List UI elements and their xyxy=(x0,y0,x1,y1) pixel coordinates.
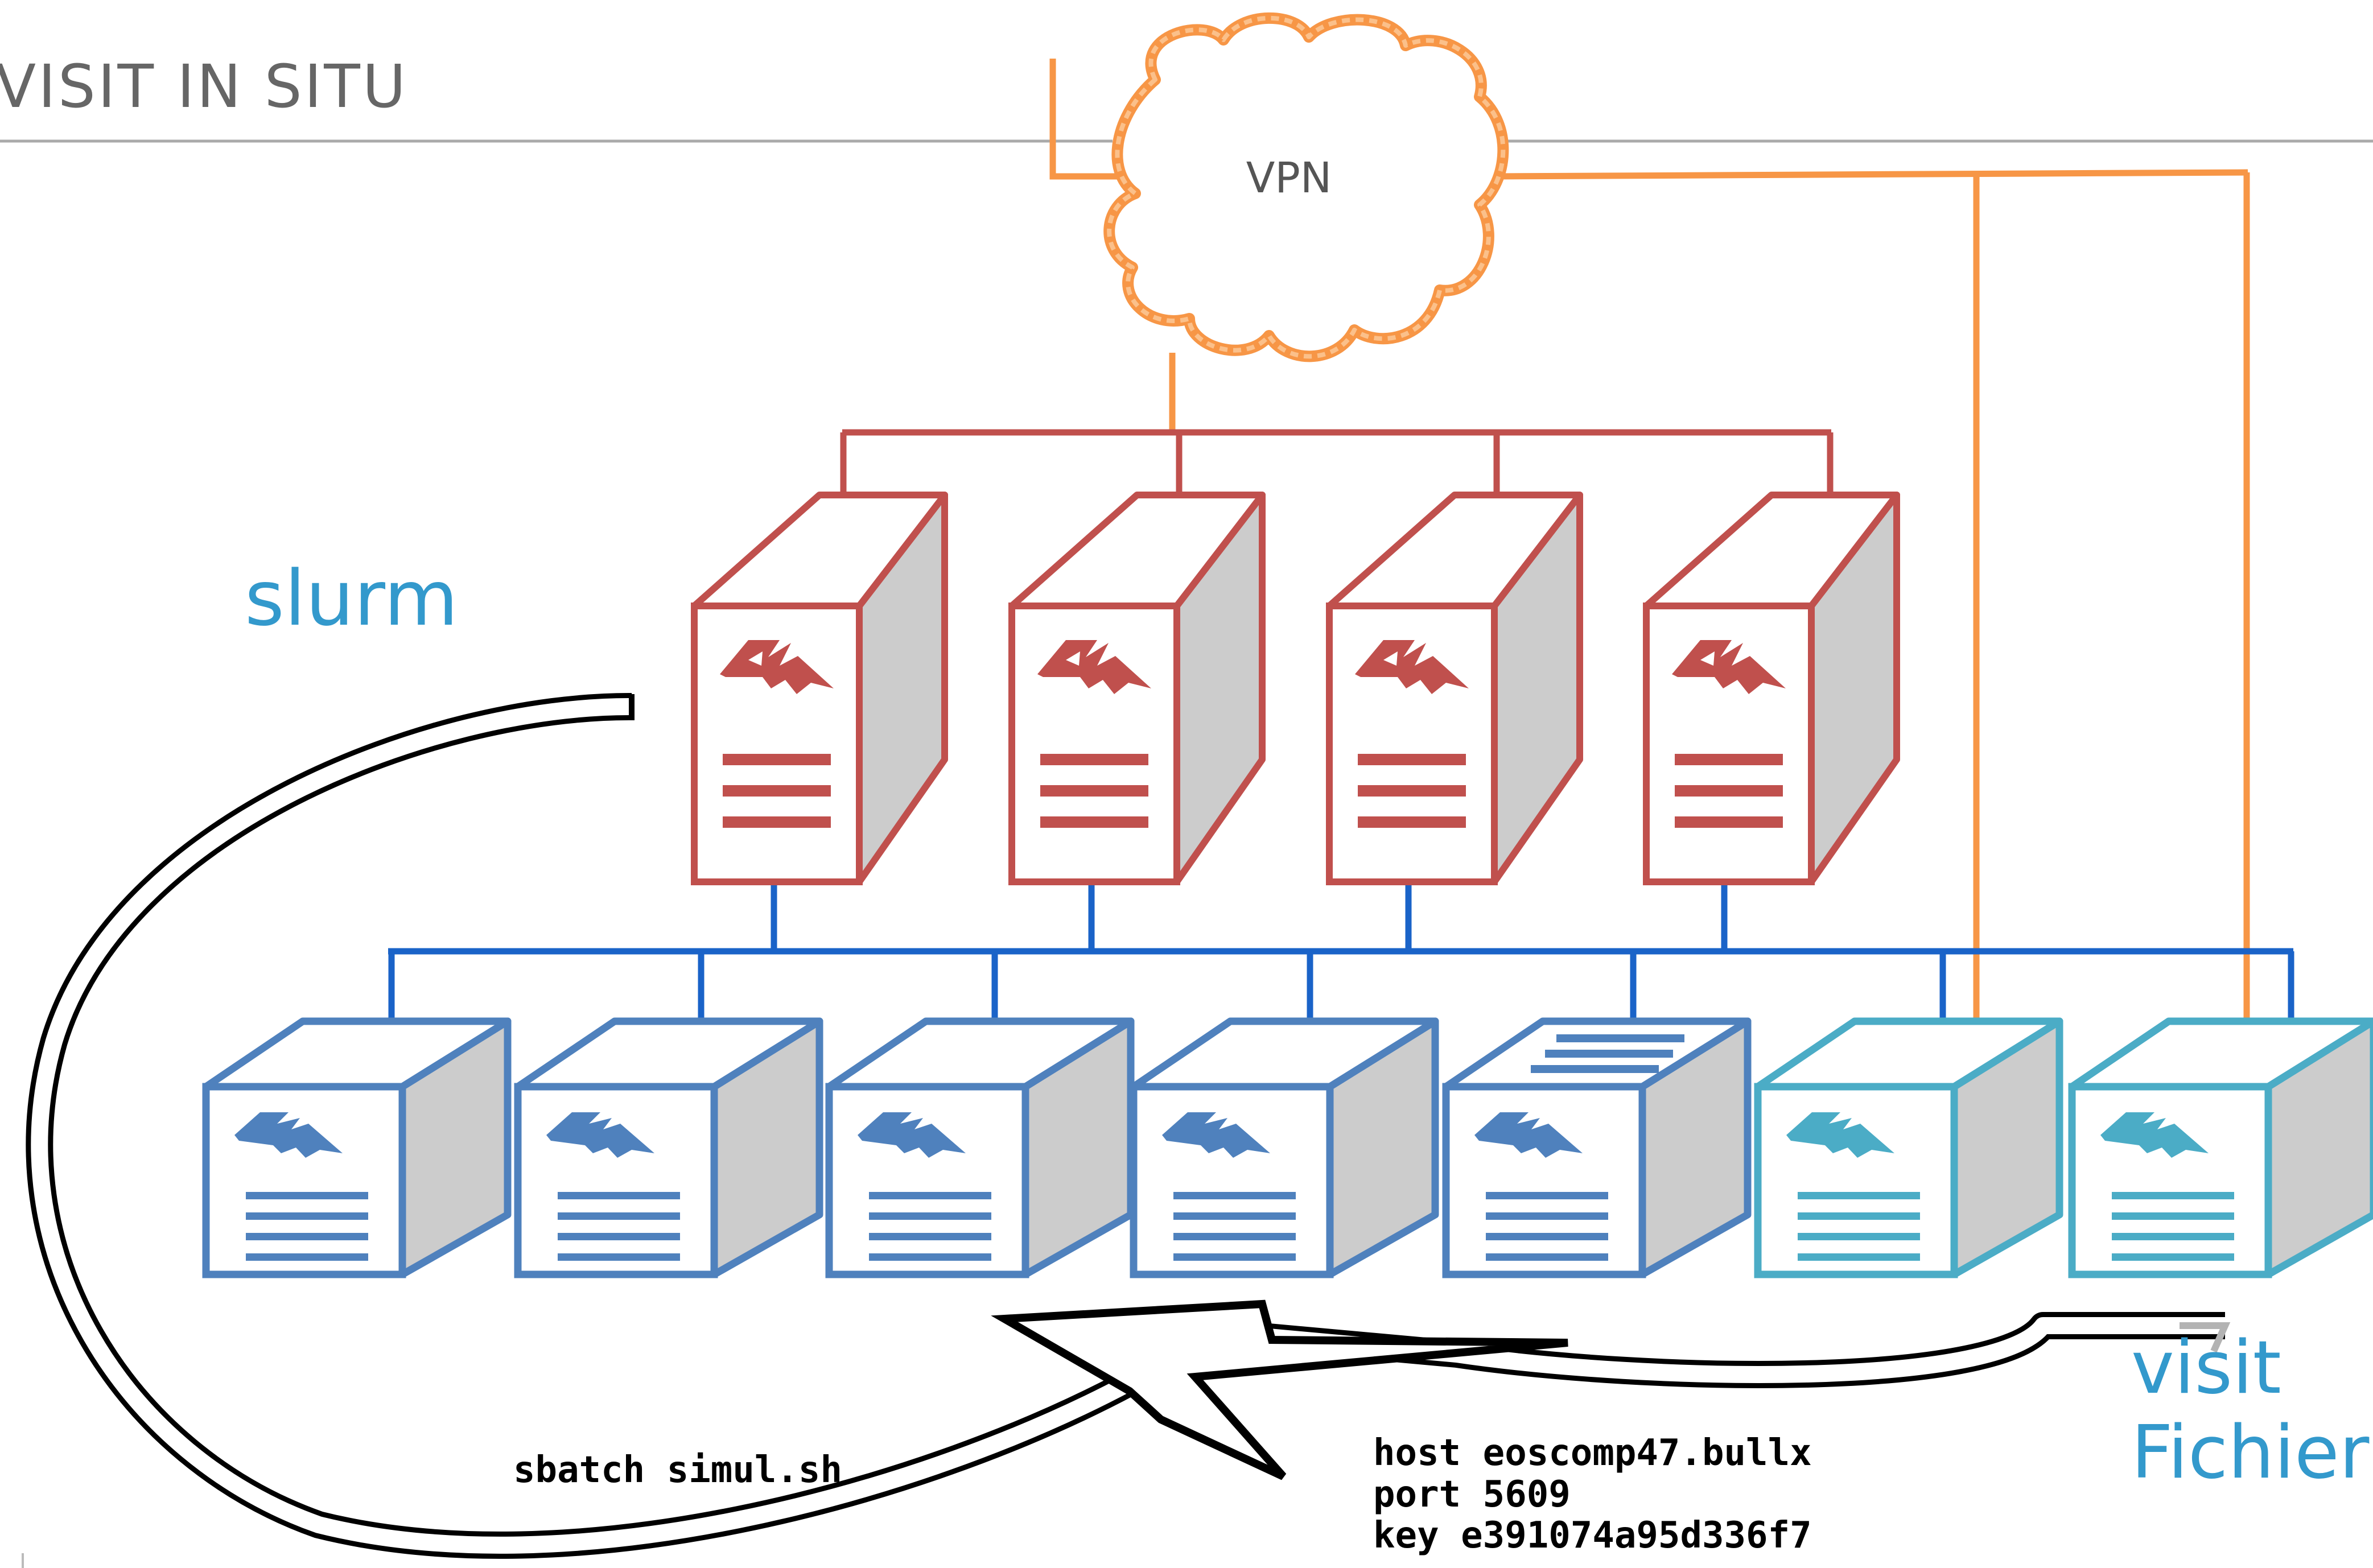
compute-node-1 xyxy=(206,1021,508,1274)
curved-arrow-icon xyxy=(991,1299,2231,1480)
port-line: port 5609 xyxy=(1373,1474,1571,1516)
compute-node-5-activity-bars xyxy=(1531,1034,1684,1073)
frontend-server-2 xyxy=(1012,495,1262,882)
frontend-server-4 xyxy=(1646,495,1897,882)
compute-node-3 xyxy=(829,1021,1131,1274)
visit-node-1 xyxy=(1758,1021,2059,1274)
interconnect-bus xyxy=(388,879,2294,1021)
compute-node-2 xyxy=(518,1021,819,1274)
frontend-bus xyxy=(840,429,1834,495)
host-line: host eoscomp47.bullx xyxy=(1373,1432,1812,1474)
slurm-label: slurm xyxy=(245,554,458,643)
key-line: key e391074a95d336f7 xyxy=(1373,1515,1812,1557)
vpn-label: VPN xyxy=(1246,154,1332,203)
frontend-server-3 xyxy=(1329,495,1580,882)
fichier-label: Fichier xyxy=(2131,1410,2370,1495)
cloud-icon xyxy=(1103,12,1509,362)
vpn-link-trunk xyxy=(1496,169,2248,180)
vpn-link-left xyxy=(1049,59,1118,180)
compute-node-4 xyxy=(1134,1021,1435,1274)
vpn-links xyxy=(1049,59,2250,1024)
page-title: VISIT IN SITU xyxy=(0,52,408,121)
compute-node-5 xyxy=(1446,1021,1748,1274)
visit-node-2 xyxy=(2072,1021,2373,1274)
slurm-loop-arrow xyxy=(26,692,1171,1559)
sbatch-command: sbatch simul.sh xyxy=(513,1449,842,1491)
visit-label: visit xyxy=(2131,1326,2281,1410)
frontend-server-1 xyxy=(694,495,945,882)
